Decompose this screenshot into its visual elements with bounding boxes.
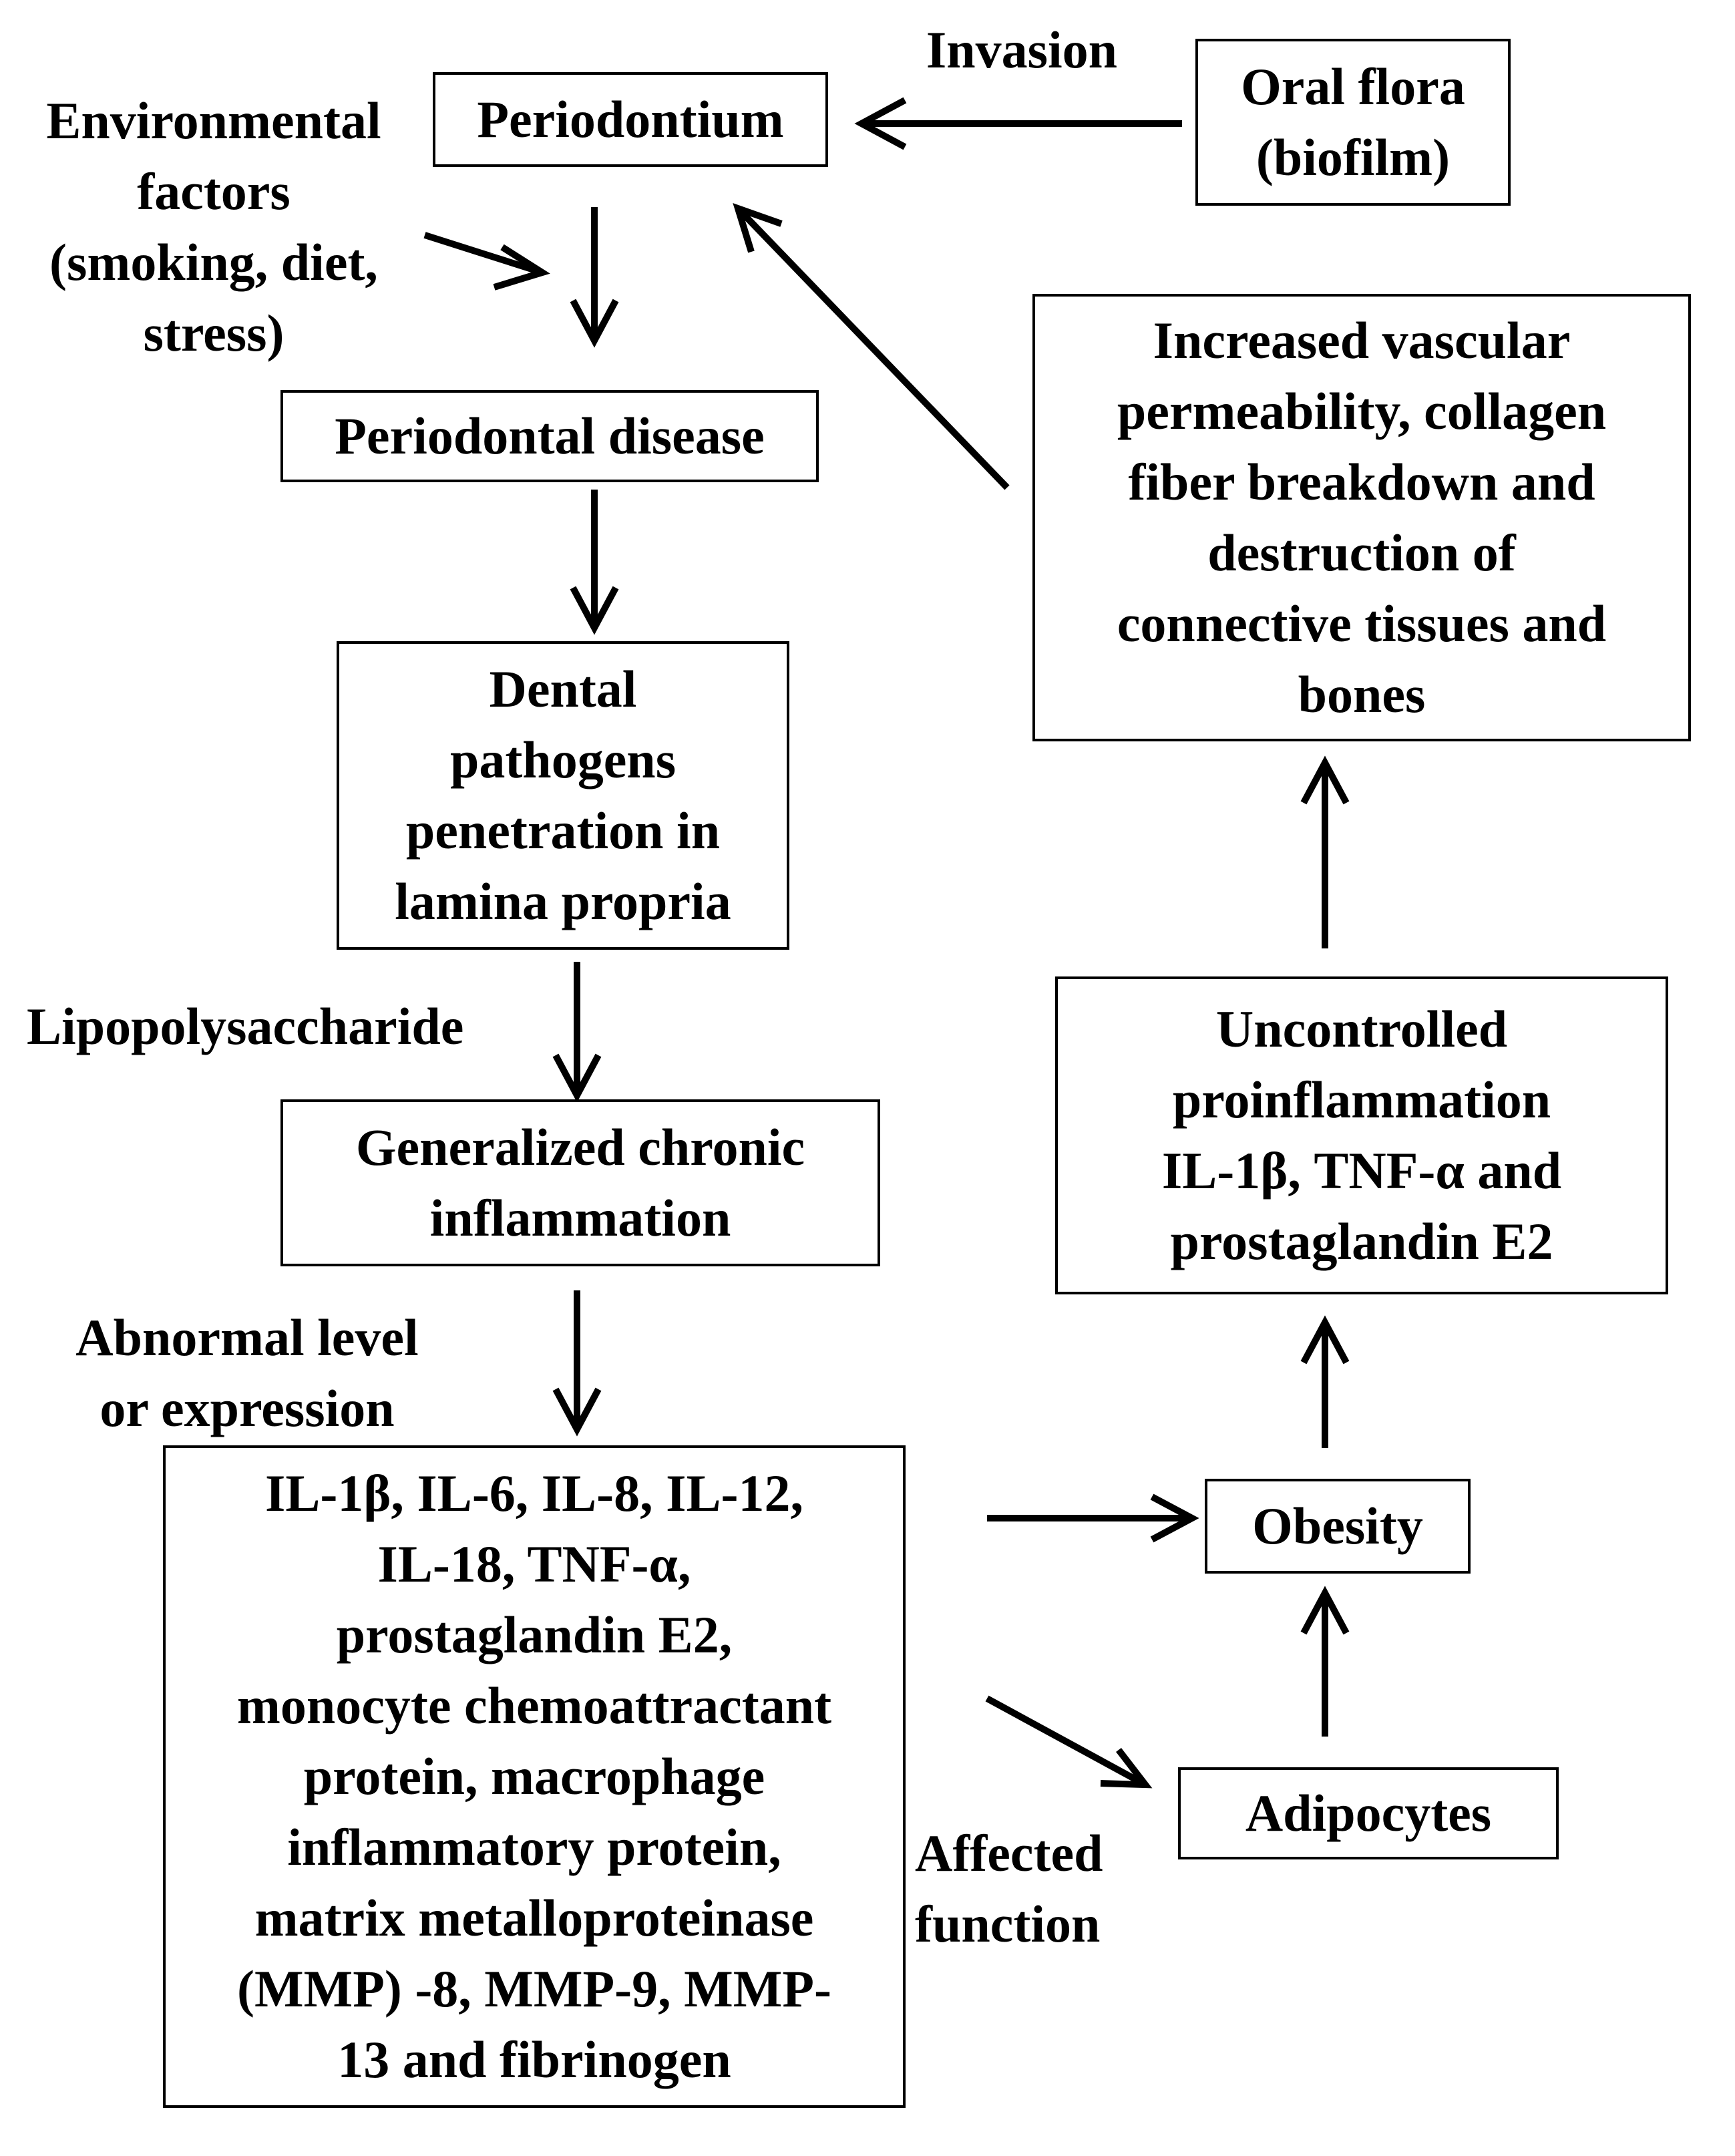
arrow-cytokines-to-adipocytes	[985, 1695, 1153, 1789]
node-periodontal-disease-text: Periodontal disease	[335, 407, 765, 465]
node-generalized-inflammation: Generalized chronic inflammation	[280, 1099, 880, 1266]
node-uncontrolled-proinflammation-text: Uncontrolled proinflammation IL-1β, TNF-…	[1161, 1000, 1562, 1270]
arrow-proinflammation-to-destruction	[1300, 755, 1350, 948]
node-dental-pathogens-text: Dental pathogens penetration in lamina p…	[395, 660, 731, 930]
node-periodontium-text: Periodontium	[477, 90, 784, 148]
label-abnormal-level: Abnormal level or expression	[27, 1302, 467, 1444]
label-affected-function: Affected function	[915, 1818, 1155, 1960]
node-periodontium: Periodontium	[433, 72, 828, 167]
node-cytokines: IL-1β, IL-6, IL-8, IL-12, IL-18, TNF-α, …	[163, 1445, 906, 2108]
arrow-obesity-to-proinflammation	[1300, 1315, 1350, 1448]
node-adipocytes-text: Adipocytes	[1245, 1784, 1492, 1842]
arrow-environmental-factors	[423, 232, 550, 291]
label-invasion-text: Invasion	[926, 21, 1118, 79]
label-lipopolysaccharide-text: Lipopolysaccharide	[27, 997, 464, 1055]
node-uncontrolled-proinflammation: Uncontrolled proinflammation IL-1β, TNF-…	[1055, 976, 1668, 1294]
node-adipocytes: Adipocytes	[1178, 1767, 1559, 1859]
node-obesity-text: Obesity	[1252, 1497, 1423, 1555]
node-oral-flora: Oral flora (biofilm)	[1195, 39, 1511, 206]
node-tissue-destruction-text: Increased vascular permeability, collage…	[1117, 311, 1607, 723]
label-invasion: Invasion	[895, 15, 1149, 85]
node-generalized-inflammation-text: Generalized chronic inflammation	[355, 1118, 805, 1247]
node-periodontal-disease: Periodontal disease	[280, 390, 819, 482]
arrow-invasion	[854, 97, 1182, 150]
arrow-cytokines-to-obesity	[987, 1493, 1199, 1543]
node-oral-flora-text: Oral flora (biofilm)	[1241, 57, 1465, 186]
arrow-destruction-to-periodontium	[733, 202, 1010, 490]
label-environmental-factors-text: Environmental factors (smoking, diet, st…	[46, 92, 381, 362]
node-obesity: Obesity	[1205, 1479, 1471, 1574]
node-cytokines-text: IL-1β, IL-6, IL-8, IL-12, IL-18, TNF-α, …	[236, 1464, 832, 2089]
arrow-inflammation-to-cytokines	[552, 1290, 602, 1437]
node-tissue-destruction: Increased vascular permeability, collage…	[1032, 294, 1691, 741]
label-affected-function-text: Affected function	[915, 1824, 1103, 1953]
arrow-pathogens-to-inflammation	[552, 962, 602, 1103]
node-dental-pathogens: Dental pathogens penetration in lamina p…	[337, 641, 789, 950]
arrow-disease-to-pathogens	[570, 490, 619, 635]
label-environmental-factors: Environmental factors (smoking, diet, st…	[13, 85, 414, 369]
arrow-periodontium-to-disease	[570, 207, 619, 348]
label-abnormal-level-text: Abnormal level or expression	[75, 1308, 419, 1437]
arrow-adipocytes-to-obesity	[1300, 1586, 1350, 1737]
label-lipopolysaccharide: Lipopolysaccharide	[27, 991, 534, 1062]
